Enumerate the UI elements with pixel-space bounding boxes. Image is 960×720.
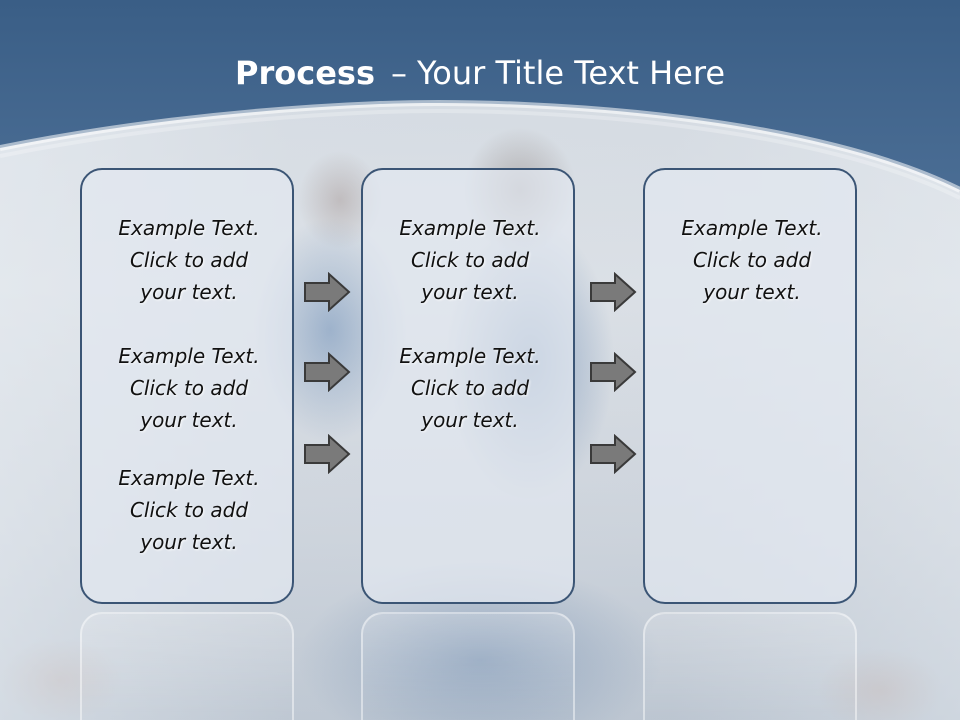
arrow-right-icon	[590, 352, 637, 392]
arrow-right-icon	[590, 434, 637, 474]
text-line: Click to add	[129, 376, 249, 400]
text-block[interactable]: Example Text. Click to add your text.	[82, 212, 296, 308]
text-line: Click to add	[692, 248, 812, 272]
text-line: Click to add	[410, 248, 530, 272]
text-line: Click to add	[129, 498, 249, 522]
header-band	[0, 0, 960, 200]
title-bold: Process	[235, 54, 375, 92]
arrow-right-icon	[304, 272, 351, 312]
arrow-right-icon	[590, 272, 637, 312]
text-line: Example Text.	[118, 216, 260, 240]
text-line: your text.	[140, 530, 238, 554]
text-line: your text.	[421, 280, 519, 304]
panel-reflection	[643, 612, 857, 720]
slide-title[interactable]: Process–Your Title Text Here	[0, 54, 960, 92]
text-line: your text.	[703, 280, 801, 304]
arrow-right-icon	[304, 434, 351, 474]
text-line: your text.	[140, 280, 238, 304]
text-line: Click to add	[129, 248, 249, 272]
title-dash: –	[390, 54, 407, 92]
text-line: Example Text.	[681, 216, 823, 240]
process-panel-1[interactable]: Example Text. Click to add your text. Ex…	[80, 168, 294, 604]
panel-reflection	[80, 612, 294, 720]
text-block[interactable]: Example Text. Click to add your text.	[82, 462, 296, 558]
text-line: Example Text.	[118, 466, 260, 490]
arrow-right-icon	[304, 352, 351, 392]
title-text: Your Title Text Here	[416, 54, 725, 92]
text-line: Example Text.	[399, 344, 541, 368]
process-panel-3[interactable]: Example Text. Click to add your text.	[643, 168, 857, 604]
text-block[interactable]: Example Text. Click to add your text.	[363, 340, 577, 436]
text-block[interactable]: Example Text. Click to add your text.	[363, 212, 577, 308]
panel-reflection	[361, 612, 575, 720]
text-line: Click to add	[410, 376, 530, 400]
text-line: Example Text.	[118, 344, 260, 368]
text-line: your text.	[421, 408, 519, 432]
text-line: Example Text.	[399, 216, 541, 240]
text-block[interactable]: Example Text. Click to add your text.	[82, 340, 296, 436]
process-panel-2[interactable]: Example Text. Click to add your text. Ex…	[361, 168, 575, 604]
text-block[interactable]: Example Text. Click to add your text.	[645, 212, 859, 308]
text-line: your text.	[140, 408, 238, 432]
